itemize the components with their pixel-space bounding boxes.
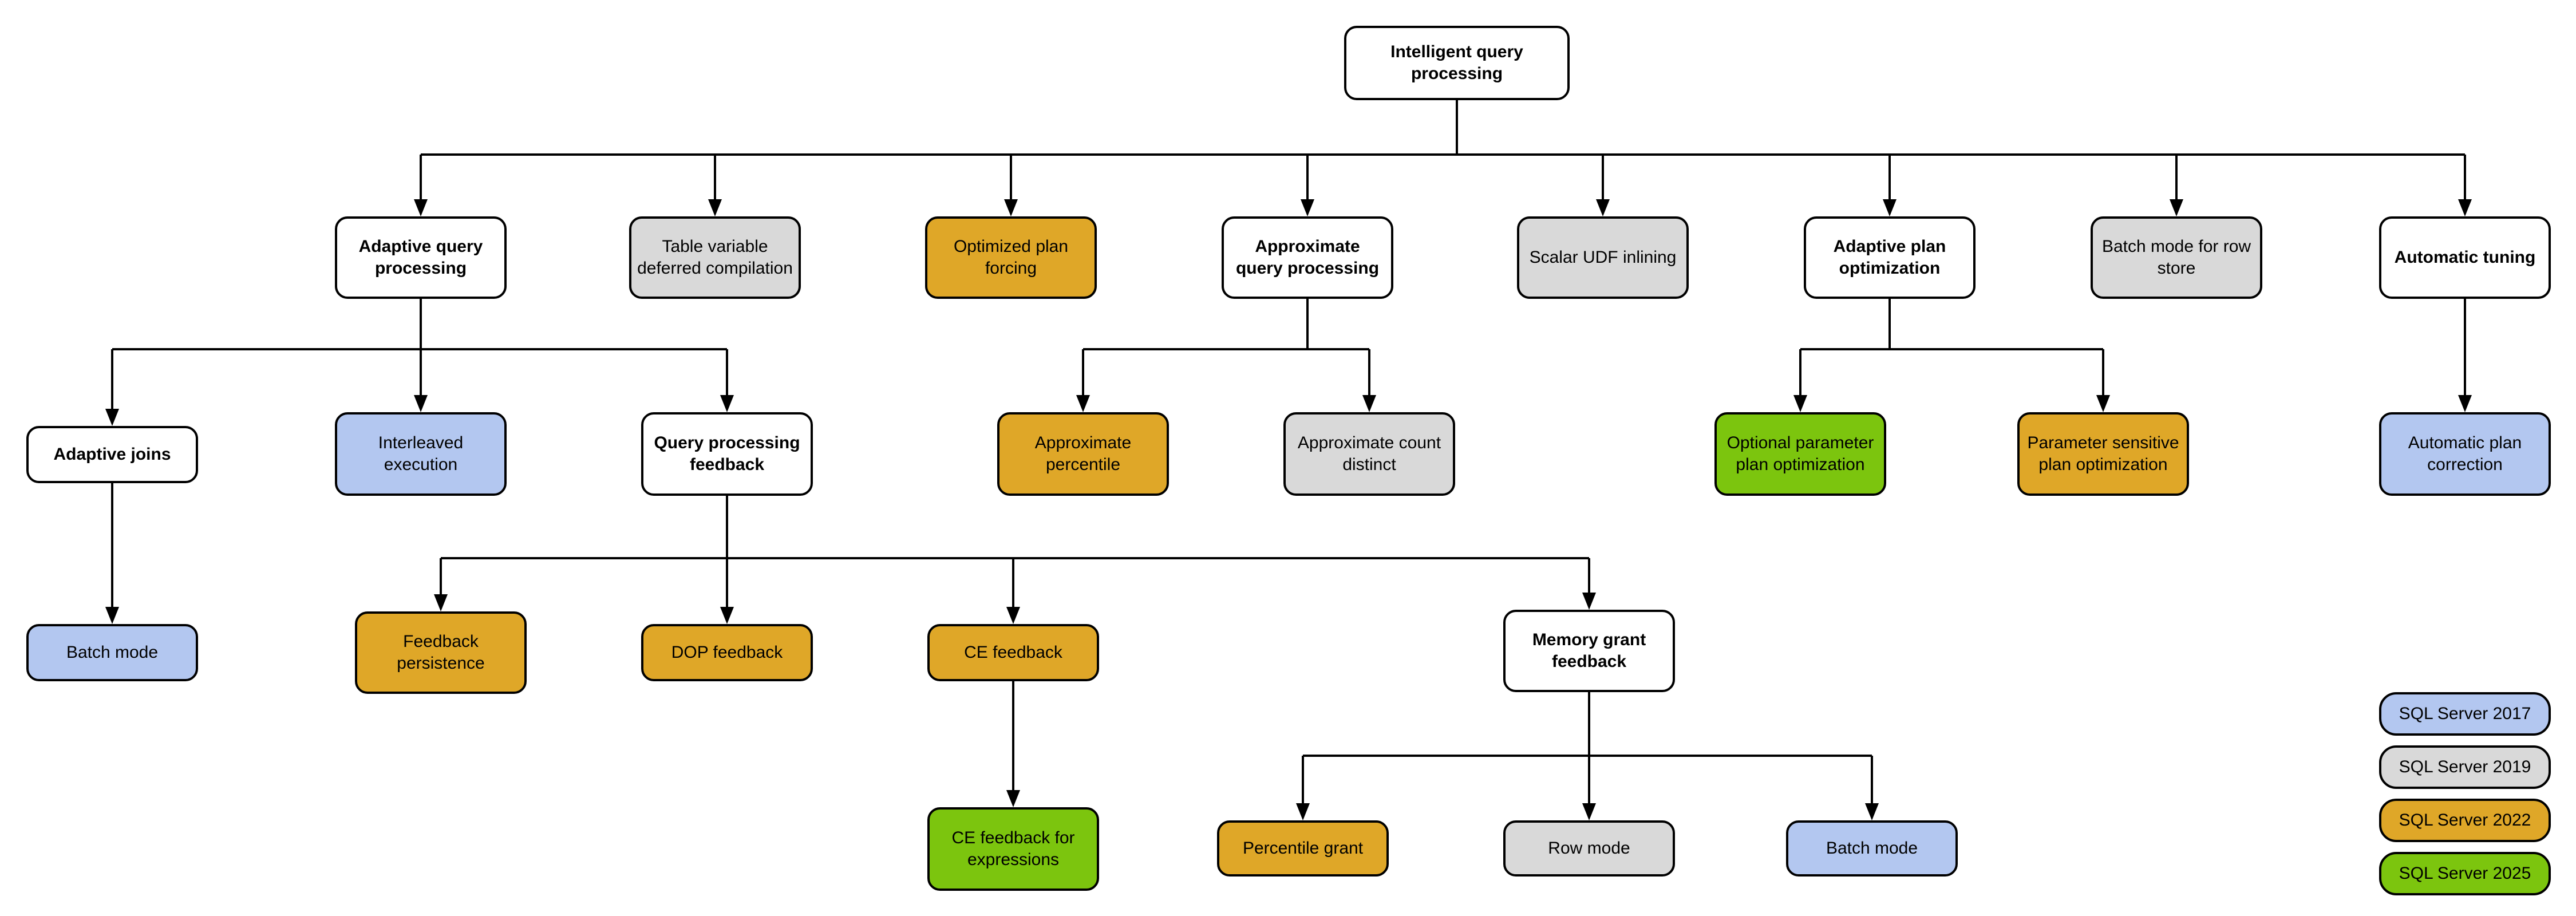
node-adaptive-joins: Adaptive joins — [26, 426, 198, 483]
node-label: CE feedback — [964, 642, 1062, 662]
legend-item-sql-server-2017: SQL Server 2017 — [2379, 692, 2551, 736]
node-interleaved-execution: Interleaved execution — [335, 412, 507, 496]
legend-label: SQL Server 2017 — [2399, 704, 2531, 723]
legend-label: SQL Server 2022 — [2399, 811, 2531, 830]
node-label: Batch mode — [1826, 838, 1918, 858]
node-scalar-udf-inlining: Scalar UDF inlining — [1517, 216, 1689, 299]
node-label: CE feedback for expressions — [951, 828, 1075, 869]
node-label: Adaptive joins — [53, 444, 171, 464]
node-adaptive-query-processing: Adaptive query processing — [335, 216, 507, 299]
node-batch-mode-for-row-store: Batch mode for row store — [2091, 216, 2262, 299]
legend-item-sql-server-2019: SQL Server 2019 — [2379, 745, 2551, 789]
node-approximate-percentile: Approximate percentile — [997, 412, 1169, 496]
legend-item-sql-server-2025: SQL Server 2025 — [2379, 852, 2551, 895]
node-label: Optional parameter plan optimization — [1726, 433, 1874, 474]
node-label: Memory grant feedback — [1532, 630, 1646, 671]
legend-label: SQL Server 2019 — [2399, 757, 2531, 776]
tree-edges — [111, 100, 2466, 806]
node-approximate-query-processing: Approximate query processing — [1222, 216, 1393, 299]
node-feedback-persistence: Feedback persistence — [355, 611, 527, 694]
node-table-variable-deferred-compilation: Table variable deferred compilation — [629, 216, 801, 299]
node-label: Row mode — [1548, 838, 1630, 858]
node-label: Optimized plan forcing — [953, 236, 1069, 278]
node-automatic-tuning: Automatic tuning — [2379, 216, 2551, 299]
legend-item-sql-server-2022: SQL Server 2022 — [2379, 799, 2551, 842]
node-label: Parameter sensitive plan optimization — [2027, 433, 2179, 474]
node-adaptive-plan-optimization: Adaptive plan optimization — [1804, 216, 1976, 299]
node-batch-mode-adaptive-joins: Batch mode — [26, 624, 198, 681]
node-label: Approximate percentile — [1034, 433, 1132, 474]
node-label: Query processing feedback — [654, 433, 800, 474]
node-label: Interleaved execution — [378, 433, 464, 474]
node-optional-parameter-plan-optimization: Optional parameter plan optimization — [1714, 412, 1886, 496]
legend-label: SQL Server 2025 — [2399, 864, 2531, 883]
node-row-mode: Row mode — [1503, 820, 1675, 876]
node-label: Approximate query processing — [1235, 236, 1380, 278]
node-parameter-sensitive-plan-optimization: Parameter sensitive plan optimization — [2017, 412, 2189, 496]
node-label: Batch mode — [66, 642, 159, 662]
node-memory-grant-feedback: Memory grant feedback — [1503, 610, 1675, 692]
node-label: Scalar UDF inlining — [1529, 247, 1677, 267]
node-batch-mode-memory-grant: Batch mode — [1786, 820, 1958, 876]
node-optimized-plan-forcing: Optimized plan forcing — [925, 216, 1097, 299]
node-intelligent-query-processing: Intelligent query processing — [1344, 26, 1570, 100]
node-approximate-count-distinct: Approximate count distinct — [1283, 412, 1455, 496]
node-label: Automatic tuning — [2394, 247, 2536, 267]
node-label: Feedback persistence — [397, 631, 485, 673]
node-label: Adaptive plan optimization — [1833, 236, 1946, 278]
node-automatic-plan-correction: Automatic plan correction — [2379, 412, 2551, 496]
node-label: Batch mode for row store — [2101, 236, 2251, 278]
node-dop-feedback: DOP feedback — [641, 624, 813, 681]
node-percentile-grant: Percentile grant — [1217, 820, 1389, 876]
node-label: Percentile grant — [1242, 838, 1364, 858]
node-label: Table variable deferred compilation — [637, 236, 793, 278]
node-query-processing-feedback: Query processing feedback — [641, 412, 813, 496]
node-label: Adaptive query processing — [358, 236, 483, 278]
node-label: Automatic plan correction — [2408, 433, 2522, 474]
node-label: Intelligent query processing — [1390, 42, 1523, 83]
node-label: Approximate count distinct — [1297, 433, 1441, 474]
node-ce-feedback: CE feedback — [927, 624, 1099, 681]
node-ce-feedback-for-expressions: CE feedback for expressions — [927, 807, 1099, 891]
node-label: DOP feedback — [671, 642, 783, 662]
